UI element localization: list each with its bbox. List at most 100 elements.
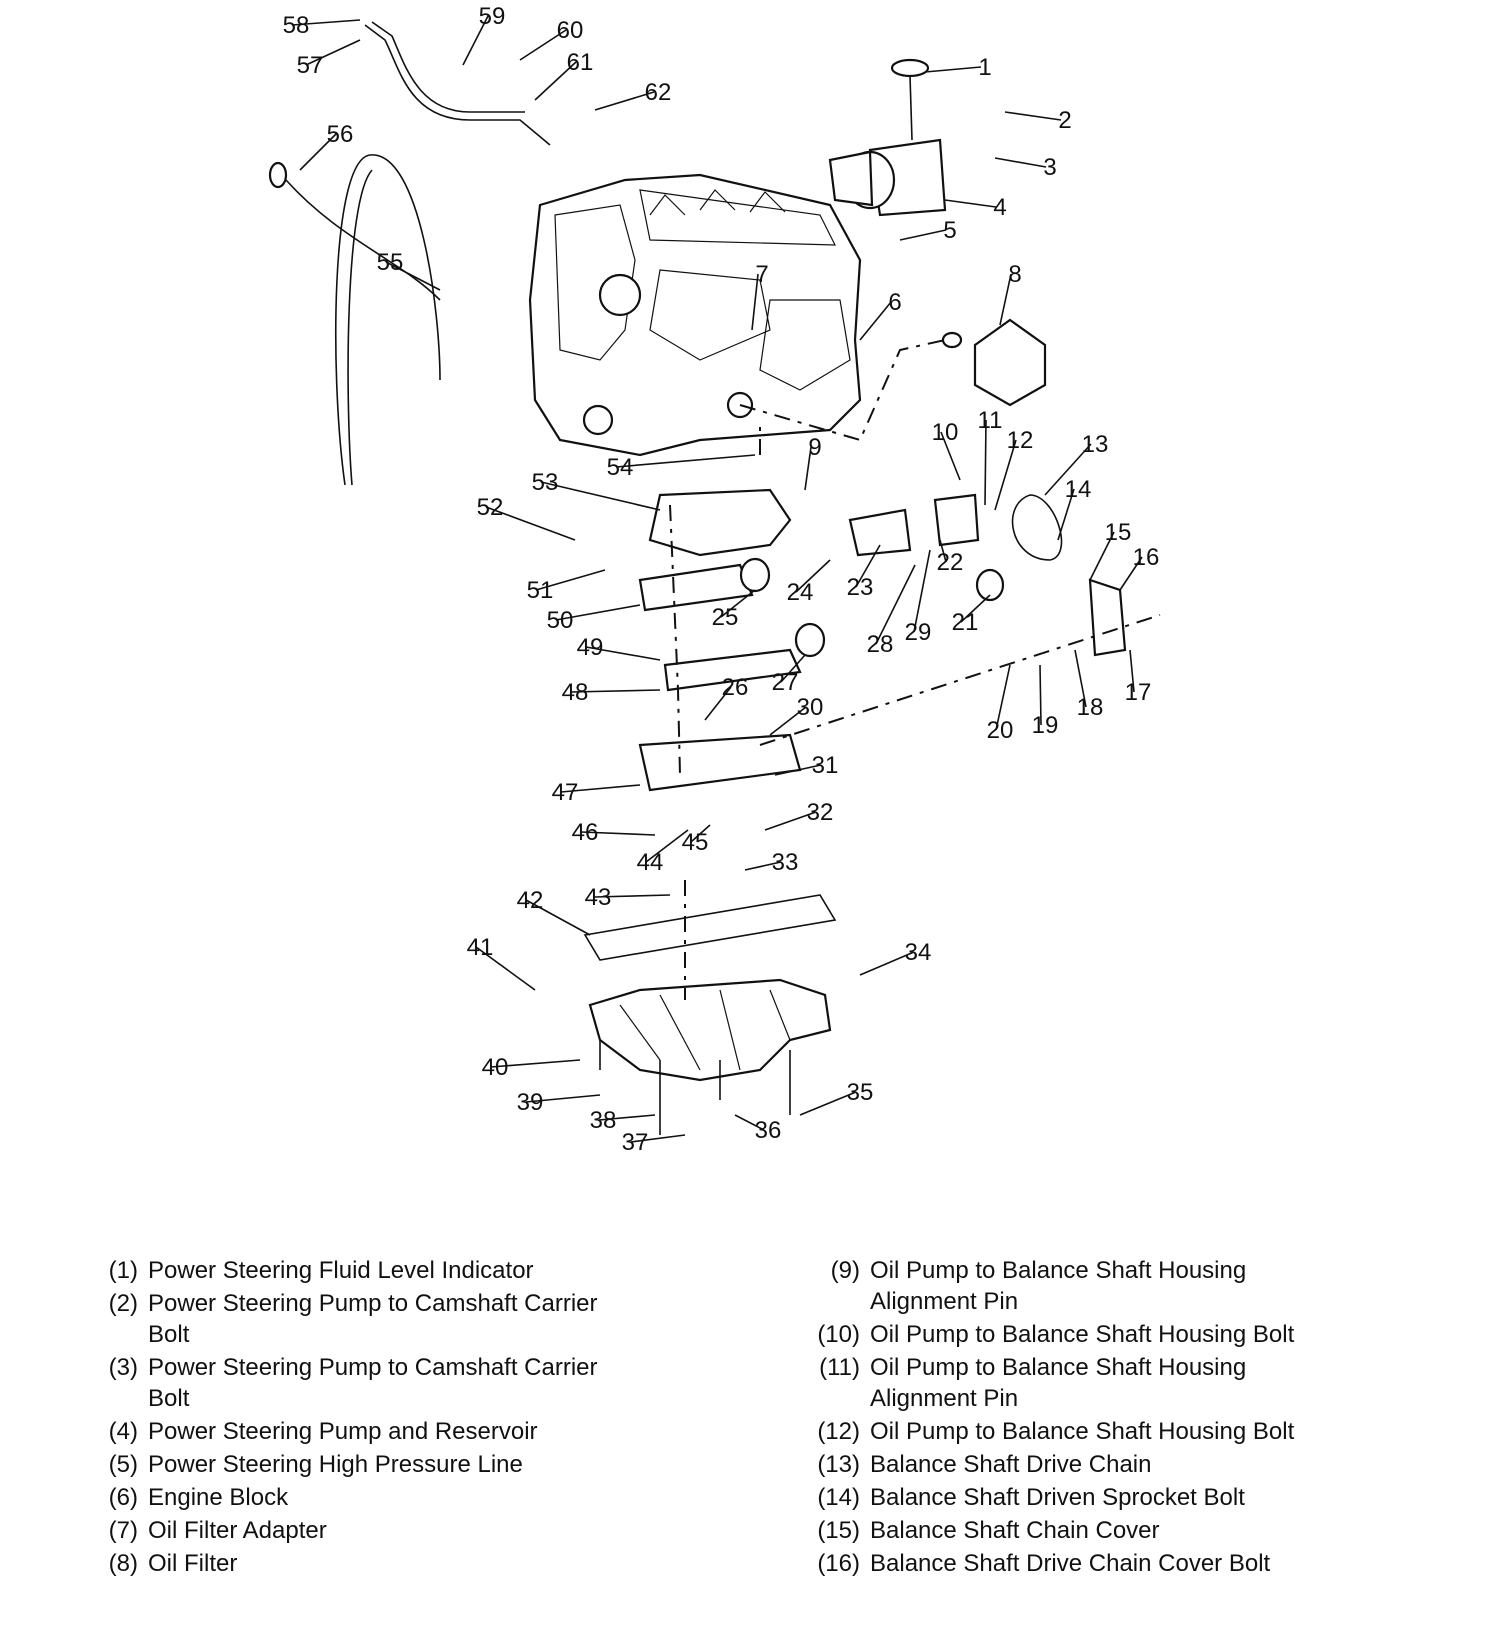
callout-leader-48 [570, 689, 661, 693]
parts-legend: (1)Power Steering Fluid Level Indicator(… [0, 1255, 1504, 1625]
callout-leader-55 [385, 261, 441, 291]
legend-item: (1)Power Steering Fluid Level Indicator [80, 1255, 598, 1286]
legend-item: (2)Power Steering Pump to Camshaft Carri… [80, 1288, 598, 1350]
legend-number: (14) [817, 1484, 860, 1511]
callout-leader-13 [1044, 443, 1092, 496]
legend-number: (10) [817, 1321, 860, 1348]
legend-item: (12)Oil Pump to Balance Shaft Housing Bo… [790, 1416, 1320, 1447]
callout-leader-58 [291, 19, 361, 26]
callout-leader-1 [924, 66, 982, 73]
callout-leader-27 [780, 654, 806, 683]
legend-item: (8) Oil Filter [80, 1548, 598, 1579]
callout-leader-31 [774, 764, 822, 776]
callout-11: 11 [978, 407, 1003, 434]
callout-leader-52 [485, 506, 576, 541]
callout-24: 24 [787, 579, 814, 606]
callout-56: 56 [327, 121, 354, 148]
callout-leader-29 [913, 549, 931, 633]
legend-item: (15)Balance Shaft Chain Cover [790, 1515, 1320, 1546]
callout-leader-9 [804, 446, 812, 491]
callout-13: 13 [1082, 431, 1109, 458]
callout-61: 61 [567, 49, 594, 76]
callout-53: 53 [532, 469, 559, 496]
callout-62: 62 [645, 79, 672, 106]
legend-item: (13)Balance Shaft Drive Chain [790, 1449, 1320, 1480]
callout-leader-39 [525, 1094, 601, 1103]
legend-item: (14)Balance Shaft Driven Sprocket Bolt [790, 1482, 1320, 1513]
callout-leader-34 [859, 951, 915, 976]
callout-5: 5 [943, 217, 956, 244]
callout-17: 17 [1125, 679, 1152, 706]
legend-item: (6)Engine Block [80, 1482, 598, 1513]
callout-leader-37 [630, 1134, 686, 1143]
legend-number: (5) [108, 1451, 138, 1478]
callout-leader-62 [594, 91, 655, 111]
callout-14: 14 [1065, 476, 1092, 503]
callout-22: 22 [937, 549, 964, 576]
legend-item: (4)Power Steering Pump and Reservoir [80, 1416, 598, 1447]
callout-36: 36 [755, 1117, 782, 1144]
callout-leader-23 [855, 544, 881, 588]
legend-number: (7) [108, 1517, 138, 1544]
callout-23: 23 [847, 574, 874, 601]
legend-label: Oil Filter Adapter [148, 1517, 327, 1544]
legend-label: Balance Shaft Drive Chain Cover Bolt [870, 1550, 1271, 1577]
callout-leader-21 [960, 594, 991, 623]
callout-leader-41 [475, 946, 536, 991]
callout-leader-47 [560, 784, 641, 793]
callout-leaders [291, 15, 1143, 1143]
callout-leader-56 [299, 133, 337, 171]
legend-label: Oil Pump to Balance Shaft Housing Alignm… [870, 1354, 1247, 1412]
callout-45: 45 [682, 829, 709, 856]
callout-leader-26 [704, 686, 732, 721]
callout-leader-59 [462, 15, 489, 66]
callout-leader-33 [744, 861, 782, 871]
legend-number: (16) [817, 1550, 860, 1577]
legend-label: Oil Pump to Balance Shaft Housing Alignm… [870, 1257, 1247, 1315]
callout-42: 42 [517, 887, 544, 914]
callout-leader-16 [1119, 556, 1143, 591]
callout-15: 15 [1105, 519, 1132, 546]
callout-leader-6 [859, 301, 892, 341]
legend-number: (13) [817, 1451, 860, 1478]
callout-33: 33 [772, 849, 799, 876]
callout-leader-11 [984, 419, 987, 506]
legend-column-left: (1)Power Steering Fluid Level Indicator(… [80, 1255, 598, 1581]
callout-leader-28 [875, 564, 916, 645]
legend-label: Oil Filter [148, 1550, 238, 1577]
callout-1: 1 [978, 54, 991, 81]
legend-item: (9) Oil Pump to Balance Shaft Housing Ali… [790, 1255, 1320, 1317]
legend-item: (5)Power Steering High Pressure Line [80, 1449, 598, 1480]
legend-item: (16) Balance Shaft Drive Chain Cover Bolt [790, 1548, 1320, 1579]
callout-leader-46 [580, 831, 656, 836]
callout-21: 21 [952, 609, 979, 636]
balance-shaft-assembly-drawing [638, 488, 1127, 792]
callout-leader-2 [1004, 111, 1062, 121]
callout-leader-4 [944, 199, 997, 208]
legend-item: (3) Power Steering Pump to Camshaft Carri… [80, 1352, 598, 1414]
assembly-line-center [669, 504, 681, 776]
callout-19: 19 [1032, 712, 1059, 739]
legend-label: Balance Shaft Chain Cover [870, 1517, 1160, 1544]
callout-leader-50 [555, 604, 641, 621]
oil-pan-drawing [583, 894, 837, 1135]
callout-37: 37 [622, 1129, 649, 1156]
callout-leader-17 [1129, 649, 1135, 693]
callout-leader-60 [519, 29, 567, 61]
legend-label: Power Steering Pump to Camshaft Carrier … [148, 1354, 598, 1412]
legend-number: (9) [830, 1257, 860, 1284]
callout-55: 55 [377, 249, 404, 276]
legend-label: Power Steering Pump and Reservoir [148, 1418, 538, 1445]
legend-number: (8) [108, 1550, 138, 1577]
dipstick-drawing [268, 21, 551, 486]
legend-item: (7) Oil Filter Adapter [80, 1515, 598, 1546]
legend-number: (2) [108, 1290, 138, 1317]
legend-number: (3) [108, 1354, 138, 1381]
assembly-line-filter [739, 339, 946, 442]
callout-54: 54 [607, 454, 634, 481]
callout-leader-40 [490, 1059, 581, 1068]
callout-43: 43 [585, 884, 612, 911]
callout-38: 38 [590, 1107, 617, 1134]
callout-26: 26 [722, 674, 749, 701]
